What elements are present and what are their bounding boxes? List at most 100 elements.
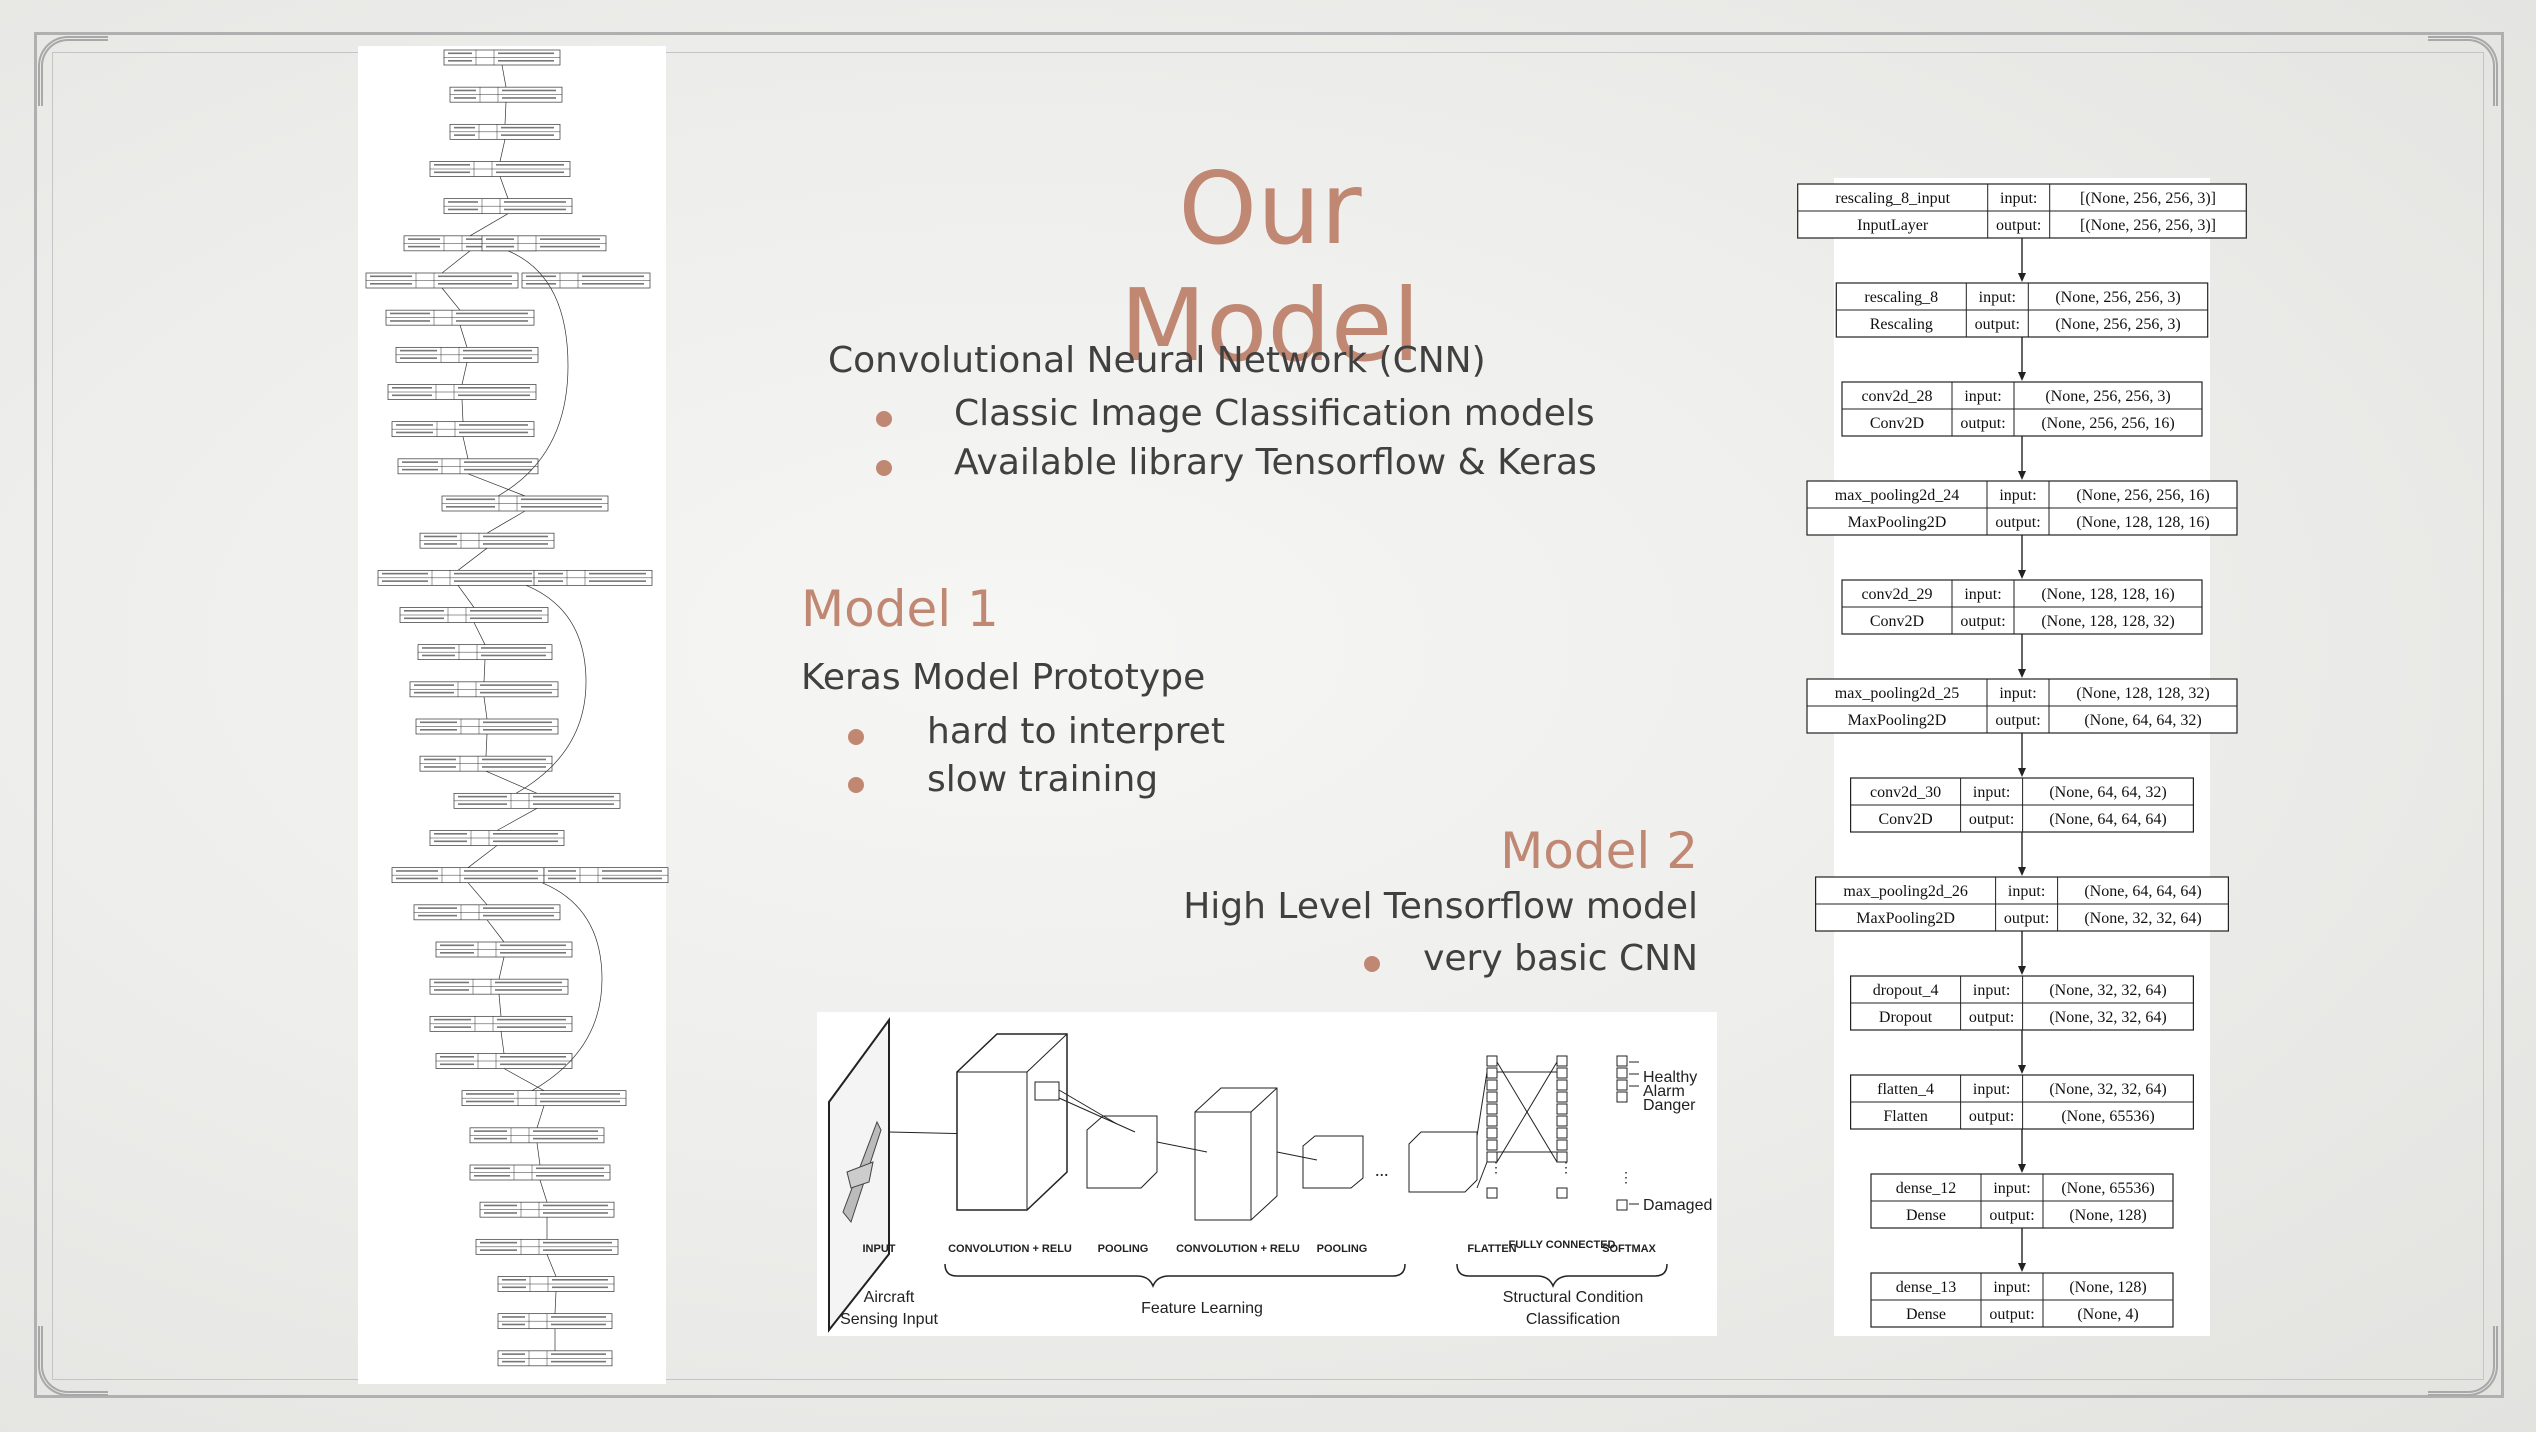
arrow-head <box>2018 669 2026 678</box>
fc-connections: ⋮⋮⋮ <box>1476 1061 1639 1205</box>
layer-node <box>429 830 565 846</box>
layer-node: max_pooling2d_26MaxPooling2Dinput:output… <box>1815 876 2229 932</box>
output-shape: (None, 64, 64, 32) <box>2084 712 2201 729</box>
edge <box>457 585 475 608</box>
aircraft-wing <box>846 1161 874 1189</box>
arrow-head <box>2018 471 2026 480</box>
layer-node <box>479 1201 615 1218</box>
output-label: output: <box>1975 316 2020 333</box>
kernel <box>1034 1081 1060 1101</box>
bullet-dot <box>848 729 864 745</box>
layer-type: Conv2D <box>1878 811 1932 828</box>
stage-label: CONVOLUTION + RELU <box>1176 1243 1300 1255</box>
output-label: output: <box>2004 910 2049 927</box>
edge <box>469 213 509 237</box>
slide-inner-border <box>52 52 2484 1380</box>
layer-type: Dropout <box>1879 1009 1933 1026</box>
cnn-heading: Convolutional Neural Network (CNN) <box>828 340 1486 381</box>
layer-type: Conv2D <box>1870 415 1924 432</box>
output-label: output: <box>1995 514 2040 531</box>
layer-node <box>429 978 569 995</box>
layer-name: rescaling_8 <box>1864 289 1938 306</box>
projection-line <box>1058 1089 1118 1125</box>
arrow-head <box>2018 1164 2026 1173</box>
output-shape: (None, 128, 128, 16) <box>2076 514 2209 531</box>
output-shape: (None, 256, 256, 16) <box>2041 415 2174 432</box>
neuron <box>1486 1115 1498 1127</box>
stage-label: FULLY CONNECTED <box>1509 1239 1616 1251</box>
layer-node <box>469 1127 605 1144</box>
connection <box>1476 1071 1488 1137</box>
output-shape: (None, 128) <box>2069 1207 2146 1224</box>
edge <box>504 102 507 125</box>
layer-name: conv2d_28 <box>1861 388 1932 405</box>
edge <box>1026 1033 1068 1073</box>
layer-node <box>443 198 573 215</box>
layer-node <box>365 272 519 289</box>
feature-learning-brace <box>944 1263 1406 1289</box>
corner-ornament-top-left <box>38 36 108 106</box>
flatten-block <box>1408 1131 1478 1193</box>
neuron <box>1616 1079 1628 1091</box>
layer-name: flatten_4 <box>1877 1081 1934 1098</box>
input-label: input: <box>1993 1279 2030 1296</box>
output-shape: (None, 128, 128, 32) <box>2041 613 2174 630</box>
layer-node: rescaling_8_inputInputLayerinput:output:… <box>1797 183 2247 239</box>
input-shape: (None, 32, 32, 64) <box>2049 982 2166 999</box>
output-label-damaged: Damaged <box>1643 1197 1712 1214</box>
edge <box>485 733 488 757</box>
layer-node <box>449 86 563 103</box>
softmax-column <box>1616 1055 1628 1211</box>
layer-type: MaxPooling2D <box>1856 910 1955 927</box>
edge <box>441 250 471 274</box>
edge <box>483 659 486 682</box>
layer-node: max_pooling2d_25MaxPooling2Dinput:output… <box>1806 678 2238 734</box>
ellipsis: ... <box>1375 1160 1389 1180</box>
stage-label: INPUT <box>863 1243 896 1255</box>
output-label-healthy: Healthy <box>1643 1069 1697 1086</box>
input-label: input: <box>1999 487 2036 504</box>
layer-type: Rescaling <box>1870 316 1933 333</box>
layer-node <box>391 867 545 884</box>
cnn-bullet-1: Classic Image Classification models <box>954 393 1595 434</box>
layer-node <box>435 1053 573 1069</box>
vertical-ellipsis: ⋮ <box>1559 1161 1573 1176</box>
layer-name: max_pooling2d_24 <box>1835 487 1959 504</box>
output-label: output: <box>1969 811 2014 828</box>
neuron <box>1486 1103 1498 1115</box>
layer-node <box>419 755 553 772</box>
layer-node <box>409 681 559 698</box>
output-label: output: <box>1960 415 2005 432</box>
model1-bullet-1: hard to interpret <box>927 711 1225 752</box>
model1-plot-graphic <box>365 49 669 1367</box>
neuron <box>1486 1091 1498 1103</box>
edge <box>462 436 469 459</box>
conv1-block <box>956 1033 1068 1211</box>
edge <box>461 362 468 385</box>
input-label: input: <box>1973 784 2010 801</box>
layer-type: Flatten <box>1883 1108 1927 1125</box>
edge <box>467 882 488 906</box>
pool1-block <box>1086 1115 1158 1189</box>
layer-node <box>417 644 553 661</box>
skip-connection <box>515 585 587 794</box>
neuron <box>1486 1127 1498 1139</box>
model2-diagram-graphic: rescaling_8_inputInputLayerinput:output:… <box>1797 183 2247 1328</box>
edge <box>467 473 526 497</box>
edge <box>486 510 526 534</box>
skip-connection <box>497 250 569 497</box>
cnn-figure-graphic: ... ⋮⋮⋮ Healthy Alarm Danger Damaged INP… <box>828 1016 1712 1333</box>
input-label: input: <box>1993 1180 2030 1197</box>
layer-name: dense_13 <box>1896 1279 1956 1296</box>
model2-subtitle: High Level Tensorflow model <box>1183 886 1698 927</box>
input-shape: (None, 32, 32, 64) <box>2049 1081 2166 1098</box>
edge <box>457 547 488 571</box>
layer-node <box>533 569 653 586</box>
arrow-head <box>2018 273 2026 282</box>
edge <box>461 399 464 422</box>
input-shape: (None, 65536) <box>2061 1180 2154 1197</box>
vertical-ellipsis: ⋮ <box>1619 1171 1633 1186</box>
layer-node <box>441 495 609 512</box>
